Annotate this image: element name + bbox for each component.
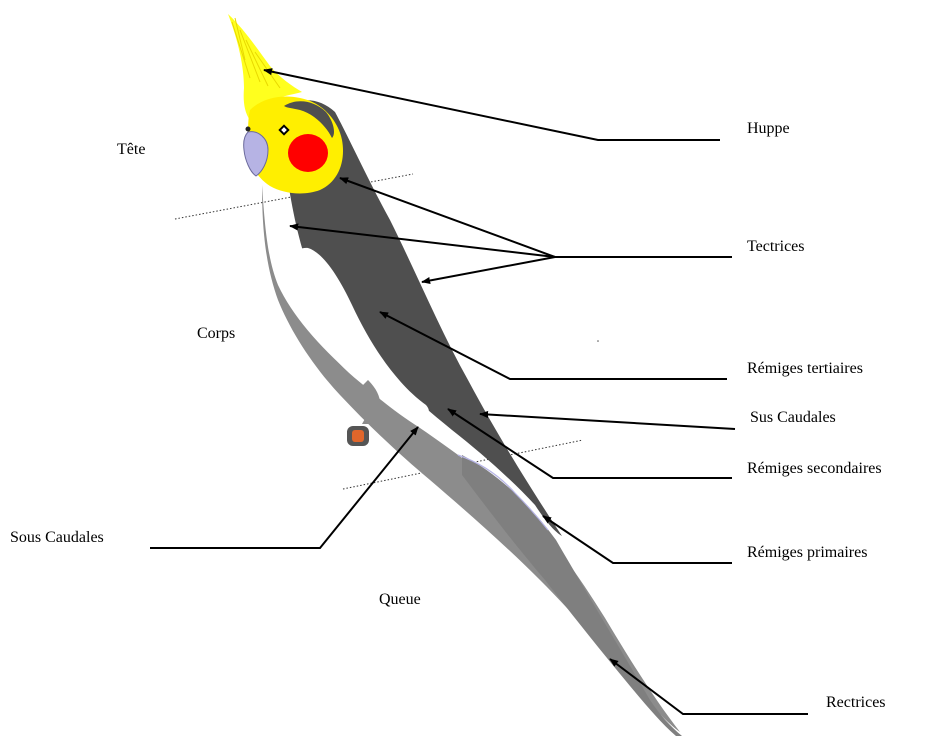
region-label-tail: Queue [379, 592, 421, 608]
label-crest: Huppe [747, 121, 790, 137]
cheek-patch [288, 134, 328, 172]
label-undertail-coverts: Sous Caudales [10, 530, 104, 546]
stray-dot [597, 340, 599, 342]
leader-coverts-3 [422, 257, 555, 282]
region-label-head: Tête [117, 142, 145, 158]
label-rectrices: Rectrices [826, 695, 886, 711]
cockatiel-illustration [228, 14, 682, 736]
label-uppertail-coverts: Sus Caudales [750, 410, 836, 426]
label-tertiaries: Rémiges tertiaires [747, 361, 863, 377]
label-secondaries: Rémiges secondaires [747, 461, 882, 477]
bird-foot-color [352, 430, 364, 442]
leader-primaries [543, 516, 732, 563]
label-primaries: Rémiges primaires [747, 545, 867, 561]
nostril-icon [246, 127, 251, 132]
region-label-body: Corps [197, 326, 235, 342]
label-coverts: Tectrices [747, 239, 805, 255]
leader-uppertail [480, 414, 735, 429]
leader-undertail [150, 427, 418, 548]
